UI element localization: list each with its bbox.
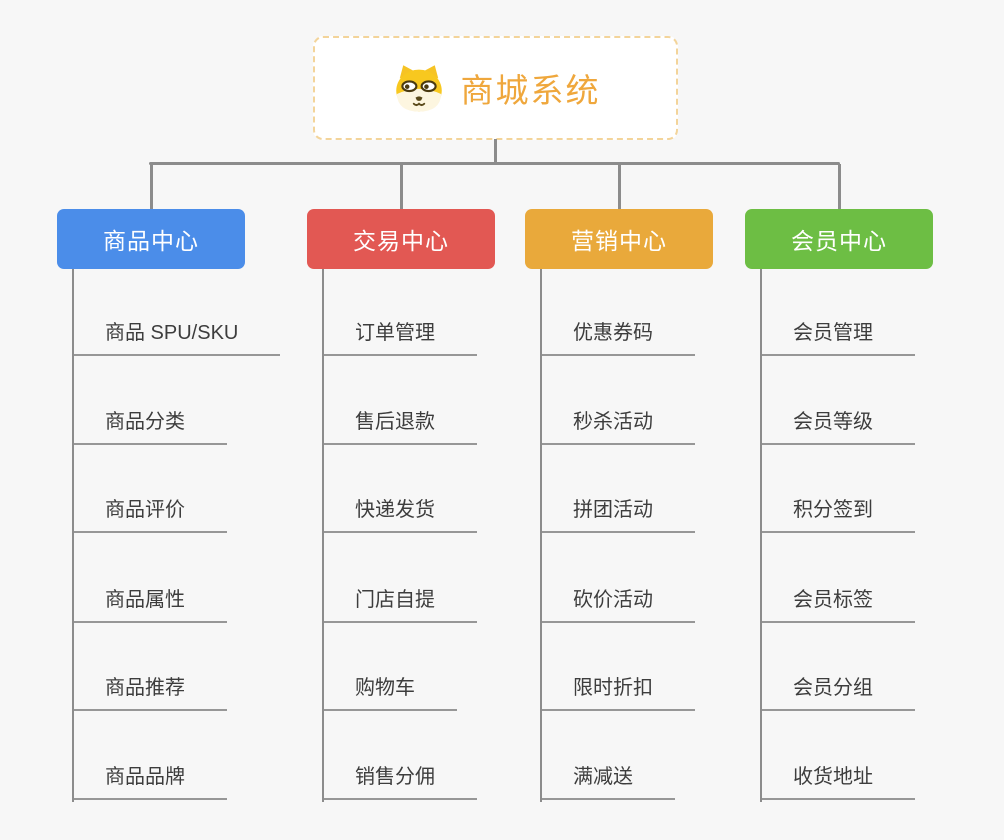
leaf-node[interactable]: 收货地址 (762, 764, 915, 800)
leaf-node[interactable]: 会员等级 (762, 409, 915, 445)
leaf-node[interactable]: 拼团活动 (542, 497, 695, 533)
branch-node-member-center[interactable]: 会员中心 (745, 209, 933, 269)
root-node[interactable]: 商城系统 (313, 36, 678, 140)
branch-node-marketing-center[interactable]: 营销中心 (525, 209, 713, 269)
branch-column-product-center: 商品 SPU/SKU 商品分类商品评价商品属性商品推荐商品品牌 (72, 269, 281, 802)
leaf-node[interactable]: 会员分组 (762, 675, 915, 711)
leaf-node[interactable]: 会员管理 (762, 320, 915, 356)
leaf-node[interactable]: 满减送 (542, 764, 675, 800)
leaf-node[interactable]: 商品推荐 (74, 675, 227, 711)
connector-stem-trade-center (399, 164, 403, 209)
leaf-node[interactable]: 门店自提 (324, 587, 477, 623)
connector-root-stem (494, 139, 497, 165)
leaf-node[interactable]: 积分签到 (762, 497, 915, 533)
leaf-node[interactable]: 购物车 (324, 675, 457, 711)
leaf-node[interactable]: 商品品牌 (74, 764, 227, 800)
leaf-node[interactable]: 售后退款 (324, 409, 477, 445)
leaf-node[interactable]: 销售分佣 (324, 764, 477, 800)
dog-face-icon (395, 65, 442, 112)
branch-column-marketing-center: 优惠券码秒杀活动拼团活动砍价活动限时折扣满减送 (540, 269, 695, 802)
leaf-node[interactable]: 快递发货 (324, 497, 477, 533)
branch-column-member-center: 会员管理会员等级积分签到会员标签会员分组收货地址 (760, 269, 915, 802)
leaf-node[interactable]: 订单管理 (324, 320, 477, 356)
root-title: 商城系统 (460, 72, 601, 109)
connector-stem-product-center (149, 164, 153, 209)
leaf-node[interactable]: 商品属性 (74, 587, 227, 623)
leaf-node[interactable]: 商品分类 (74, 409, 227, 445)
leaf-node[interactable]: 商品评价 (74, 497, 227, 533)
branch-node-product-center[interactable]: 商品中心 (57, 209, 245, 269)
leaf-node[interactable]: 商品 SPU/SKU (74, 320, 281, 356)
leaf-node[interactable]: 优惠券码 (542, 320, 695, 356)
branch-node-trade-center[interactable]: 交易中心 (307, 209, 495, 269)
connector-stem-marketing-center (617, 164, 621, 209)
leaf-node[interactable]: 砍价活动 (542, 587, 695, 623)
connector-stem-member-center (837, 164, 841, 209)
leaf-node[interactable]: 会员标签 (762, 587, 915, 623)
branch-column-trade-center: 订单管理售后退款快递发货门店自提购物车销售分佣 (322, 269, 477, 802)
leaf-node[interactable]: 限时折扣 (542, 675, 695, 711)
leaf-node[interactable]: 秒杀活动 (542, 409, 695, 445)
connector-bus (149, 162, 840, 165)
